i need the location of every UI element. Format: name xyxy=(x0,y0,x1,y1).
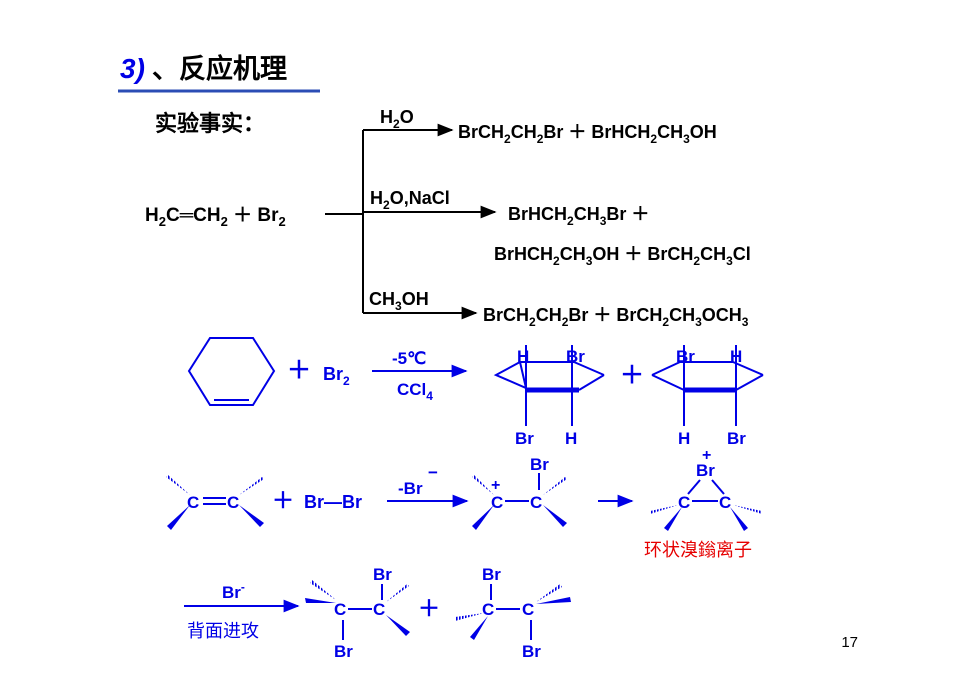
product-set-2b: BrHCH2CH3OH ＋ BrCH2CH3Cl xyxy=(494,244,751,268)
svg-text:C: C xyxy=(522,600,534,619)
ethylene-reactant: H2C═CH2 ＋ Br2 xyxy=(145,205,286,229)
mechanism-step-2: Br- 背面进攻 C Br C Br ＋ C Br C Br xyxy=(184,565,571,661)
alkene: C C xyxy=(166,475,264,530)
svg-text:Br: Br xyxy=(522,642,541,661)
carbocation-intermediate: C + C Br xyxy=(472,455,567,530)
product-set-2a: BrHCH2CH3Br ＋ xyxy=(508,204,649,228)
bromonium-ion: + Br C C xyxy=(650,447,762,531)
p1-bottom-right: H xyxy=(565,429,577,448)
svg-text:C: C xyxy=(678,493,690,512)
condition-solvent: CCl4 xyxy=(397,380,433,403)
condition-h2o-nacl: H2O,NaCl xyxy=(370,188,450,212)
svg-text:C: C xyxy=(334,600,346,619)
condition-minus-br: -Br xyxy=(398,479,423,498)
product-set-1: BrCH2CH2Br ＋ BrHCH2CH3OH xyxy=(458,122,717,146)
p2-top-right: H xyxy=(730,347,742,366)
facts-label: 实验事实： xyxy=(155,111,265,137)
svg-text:C: C xyxy=(187,493,199,512)
svg-text:C: C xyxy=(482,600,494,619)
p1-bottom-left: Br xyxy=(515,429,534,448)
slide-title: 3) 、反应机理 xyxy=(118,53,320,93)
anti-product-2: C Br C Br xyxy=(455,565,571,661)
reagent-br2: Br2 xyxy=(323,364,350,388)
bromide-charge: − xyxy=(428,463,438,482)
plus-4: ＋ xyxy=(418,596,440,621)
mechanism-step-1: C C ＋ Br—Br -Br − C + C Br + B xyxy=(166,447,762,561)
cyclohexene-reaction: ＋ Br2 -5℃ CCl4 H Br Br H ＋ xyxy=(187,337,764,448)
bromonium-plus: + xyxy=(702,447,711,464)
chair-product-2: Br H H Br xyxy=(651,345,764,448)
condition-ch3oh: CH3OH xyxy=(369,289,429,313)
plus-2: ＋ xyxy=(620,362,644,389)
cyclohexene-ring xyxy=(187,337,276,406)
p2-top-left: Br xyxy=(676,347,695,366)
bromonium-label: 环状溴鎓离子 xyxy=(644,540,752,561)
reagent-br-br: Br—Br xyxy=(304,492,362,512)
title-text: 、反应机理 xyxy=(152,53,287,85)
svg-text:C: C xyxy=(719,493,731,512)
cation-plus: + xyxy=(491,477,500,494)
page-number: 17 xyxy=(841,634,858,651)
p1-top-right: Br xyxy=(566,347,585,366)
p2-bottom-right: Br xyxy=(727,429,746,448)
product-set-3: BrCH2CH2Br ＋ BrCH2CH3OCH3 xyxy=(483,305,749,329)
p2-bottom-left: H xyxy=(678,429,690,448)
svg-text:C: C xyxy=(373,600,385,619)
svg-text:Br: Br xyxy=(530,455,549,474)
chair-product-1: H Br Br H xyxy=(493,345,605,448)
anti-product-1: C Br C Br xyxy=(305,565,410,661)
svg-text:Br: Br xyxy=(696,461,715,480)
title-number: 3) xyxy=(120,53,145,84)
condition-temp: -5℃ xyxy=(392,349,426,368)
svg-text:Br: Br xyxy=(482,565,501,584)
attack-label: 背面进攻 xyxy=(187,621,259,642)
svg-text:Br: Br xyxy=(334,642,353,661)
svg-text:Br: Br xyxy=(373,565,392,584)
svg-text:C: C xyxy=(227,493,239,512)
plus-1: ＋ xyxy=(287,357,311,384)
plus-3: ＋ xyxy=(272,488,294,513)
p1-top-left: H xyxy=(517,347,529,366)
svg-text:C: C xyxy=(530,493,542,512)
ethylene-reactions: H2C═CH2 ＋ Br2 H2O BrCH2CH2Br ＋ BrHCH2CH3… xyxy=(145,107,751,329)
condition-h2o: H2O xyxy=(380,107,414,131)
attack-reagent: Br- xyxy=(222,580,245,602)
svg-text:C: C xyxy=(491,493,503,512)
